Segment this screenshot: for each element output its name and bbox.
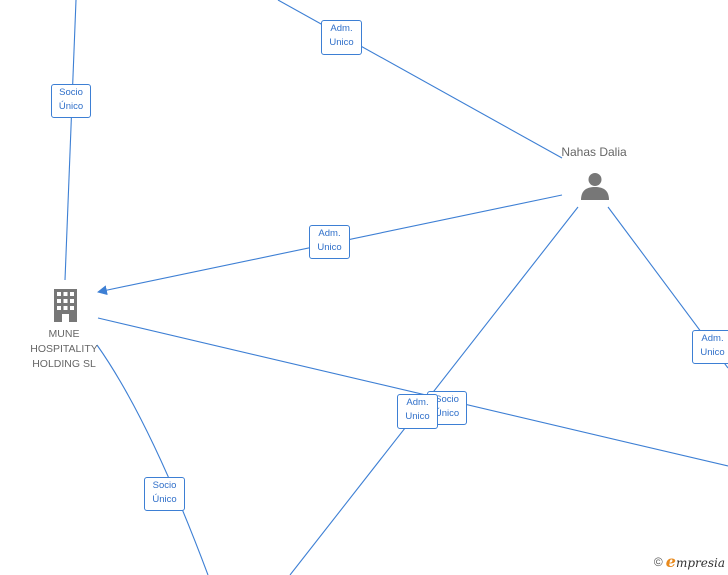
edge-label-text: Socio [435, 394, 459, 405]
edge-label-top-adm[interactable]: Adm. Unico [321, 20, 362, 55]
edge-label-text: Socio [59, 87, 83, 98]
copyright-icon: © [653, 554, 663, 569]
edge-label-text: Unico [329, 37, 354, 48]
edge-label-mid-adm[interactable]: Adm. Unico [309, 225, 350, 259]
person-icon[interactable] [580, 171, 610, 200]
edge-label-text: Único [58, 101, 84, 112]
company-name-line-3: HOLDING SL [32, 358, 96, 370]
edge-label-text: Único [434, 408, 460, 419]
company-name[interactable]: MUNE HOSPITALITY HOLDING SL [18, 327, 110, 372]
brand-logo-text: mpresia [675, 556, 725, 570]
building-icon[interactable] [52, 289, 79, 322]
edge-label-text: Único [152, 494, 177, 505]
edge-label-text: Adm. [318, 228, 341, 239]
edge-label-bottom-socio[interactable]: Socio Único [144, 477, 185, 511]
brand-logo-e: e [665, 552, 676, 571]
edge-label-text: Socio [152, 480, 177, 491]
edge-label-text: Adm. [406, 397, 429, 408]
edge-label-text: Unico [317, 242, 342, 253]
edge-label-center-adm[interactable]: Adm. Unico [397, 394, 438, 429]
edge-label-text: Unico [405, 411, 430, 422]
edge-label-right-adm[interactable]: Adm. Unico [692, 330, 728, 364]
edge-company-to-bottom [96, 344, 209, 575]
footer-brand: © empresia [654, 552, 725, 571]
brand-logo: empresia [666, 552, 725, 571]
company-name-line-2: HOSPITALITY [30, 343, 98, 355]
edge-label-text: Unico [700, 347, 725, 358]
edge-label-left-socio[interactable]: Socio Único [51, 84, 91, 118]
edge-label-text: Adm. [330, 23, 353, 34]
person-name[interactable]: Nahas Dalia [561, 145, 627, 159]
company-name-line-1: MUNE [48, 328, 80, 340]
edge-label-text: Adm. [701, 333, 724, 344]
edge-left-vertical [64, 0, 77, 281]
edge-company-to-right [97, 317, 728, 467]
